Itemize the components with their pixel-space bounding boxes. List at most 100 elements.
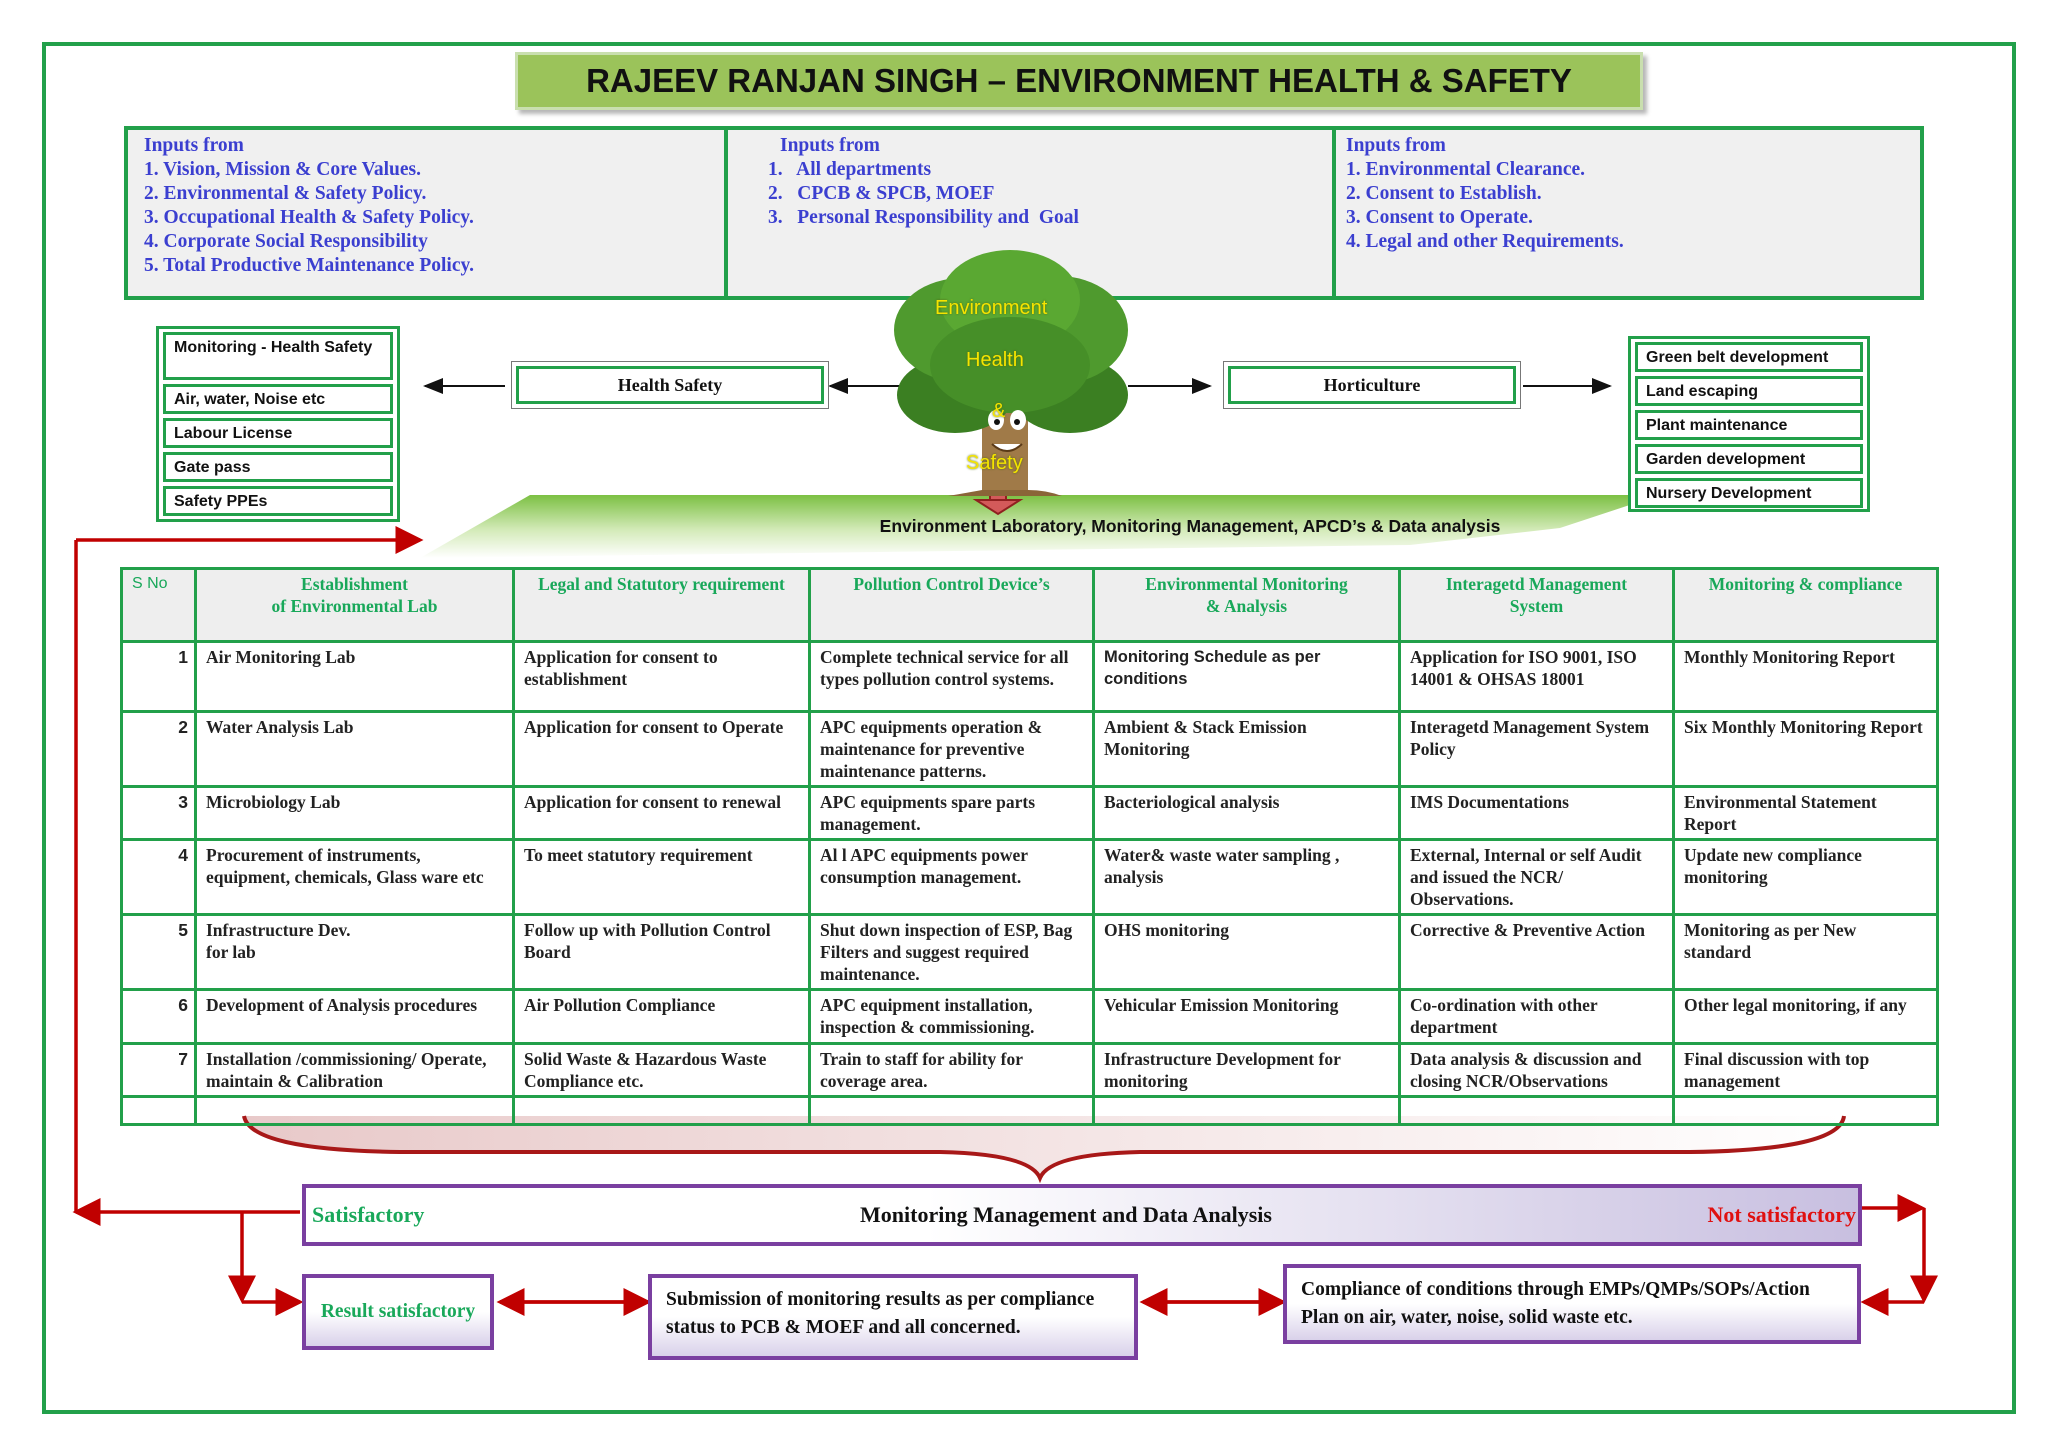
inputs-heading: Inputs from: [780, 135, 880, 156]
left-list-item: Gate pass: [163, 452, 393, 482]
inputs-item: 4. Legal and other Requirements.: [1346, 231, 1624, 252]
table-cell: Co-ordination with other department: [1398, 988, 1675, 1045]
curly-bracket: [242, 1115, 1846, 1184]
inputs-item: 1. Environmental Clearance.: [1346, 159, 1586, 180]
table-cell: Shut down inspection of ESP, Bag Filters…: [808, 913, 1095, 991]
table-cell: Air Pollution Compliance: [512, 988, 811, 1045]
table-cell: [194, 1095, 515, 1126]
table-cell: APC equipments spare parts management.: [808, 785, 1095, 841]
left-list-item: Air, water, Noise etc: [163, 384, 393, 414]
table-cell: Infrastructure Development for monitorin…: [1092, 1042, 1401, 1098]
table-cell: Train to staff for ability for coverage …: [808, 1042, 1095, 1098]
table-cell: Vehicular Emission Monitoring: [1092, 988, 1401, 1045]
table-cell: Infrastructure Dev. for lab: [194, 913, 515, 991]
health-safety-box: Health Safety: [511, 361, 829, 409]
result-satisfactory-box: Result satisfactory: [302, 1274, 494, 1350]
table-cell-sno: 7: [120, 1042, 197, 1098]
left-list-item: Safety PPEs: [163, 486, 393, 516]
feedback-loop: [72, 526, 1938, 1316]
table-cell: IMS Documentations: [1398, 785, 1675, 841]
table-cell: Ambient & Stack Emission Monitoring: [1092, 710, 1401, 788]
table-cell: Environmental Statement Report: [1672, 785, 1939, 841]
header-pollution-control: Pollution Control Device’s: [808, 567, 1095, 643]
table-cell: Bacteriological analysis: [1092, 785, 1401, 841]
not-satisfactory-label: Not satisfactory: [1707, 1202, 1856, 1227]
right-list-item: Land escaping: [1635, 376, 1863, 406]
table-cell-sno: 3: [120, 785, 197, 841]
table-cell: APC equipment installation, inspection &…: [808, 988, 1095, 1045]
table-cell: Corrective & Preventive Action: [1398, 913, 1675, 991]
header-legal: Legal and Statutory requirement: [512, 567, 811, 643]
table-cell: Water Analysis Lab: [194, 710, 515, 788]
compliance-box: Compliance of conditions through EMPs/QM…: [1283, 1264, 1861, 1344]
right-list-item: Green belt development: [1635, 342, 1863, 372]
horticulture-box: Horticulture: [1223, 361, 1521, 409]
table-row: [120, 1095, 1939, 1126]
tree-label-environment: Environment: [935, 297, 1048, 319]
inputs-item: 2. Consent to Establish.: [1346, 183, 1542, 204]
inputs-item: 4. Corporate Social Responsibility: [144, 231, 428, 252]
table-cell-sno: 1: [120, 640, 197, 713]
page-frame: [42, 42, 2016, 1414]
header-management-system: Interagetd Management System: [1398, 567, 1675, 643]
table-cell: Application for consent to renewal: [512, 785, 811, 841]
table-header-row: S No Establishment of Environmental Lab …: [120, 567, 1939, 643]
tree-illustration: [894, 250, 1128, 496]
table-cell: Installation /commissioning/ Operate, ma…: [194, 1042, 515, 1098]
table-cell: Monthly Monitoring Report: [1672, 640, 1939, 713]
table-cell-sno: [120, 1095, 197, 1126]
table-cell: Application for consent to establishment: [512, 640, 811, 713]
table-cell: Application for ISO 9001, ISO 14001 & OH…: [1398, 640, 1675, 713]
inputs-item: 2. CPCB & SPCB, MOEF: [768, 183, 995, 204]
inputs-box-policies: Inputs from 1. Vision, Mission & Core Va…: [124, 126, 728, 300]
table-cell: APC equipments operation & maintenance f…: [808, 710, 1095, 788]
table-cell: Air Monitoring Lab: [194, 640, 515, 713]
left-list-item: Monitoring - Health Safety: [163, 332, 393, 380]
inputs-heading: Inputs from: [1346, 135, 1446, 156]
tree-label-safety: Safety: [966, 452, 1023, 474]
inputs-item: 5. Total Productive Maintenance Policy.: [144, 255, 475, 276]
table-cell: Other legal monitoring, if any: [1672, 988, 1939, 1045]
table-cell: Final discussion with top management: [1672, 1042, 1939, 1098]
table-cell: Water& waste water sampling , analysis: [1092, 838, 1401, 916]
inputs-item: 1. Vision, Mission & Core Values.: [144, 159, 422, 180]
table-cell: Application for consent to Operate: [512, 710, 811, 788]
right-list-item: Garden development: [1635, 444, 1863, 474]
satisfactory-label: Satisfactory: [312, 1202, 425, 1227]
banner-shape: [420, 495, 1660, 558]
table-cell: Solid Waste & Hazardous Waste Compliance…: [512, 1042, 811, 1098]
inputs-item: 1. All departments: [768, 159, 932, 180]
header-monitoring-analysis: Environmental Monitoring & Analysis: [1092, 567, 1401, 643]
eh-s-matrix-table: S No Establishment of Environmental Lab …: [120, 567, 1939, 1126]
header-compliance: Monitoring & compliance: [1672, 567, 1939, 643]
left-list-item: Labour License: [163, 418, 393, 448]
right-list-item: Nursery Development: [1635, 478, 1863, 508]
table-cell: OHS monitoring: [1092, 913, 1401, 991]
table-cell: Microbiology Lab: [194, 785, 515, 841]
table-cell: Monitoring as per New standard: [1672, 913, 1939, 991]
tree-label-and: &: [992, 400, 1006, 422]
table-cell: Six Monthly Monitoring Report: [1672, 710, 1939, 788]
inputs-item: 3. Consent to Operate.: [1346, 207, 1533, 228]
table-cell: Interagetd Management System Policy: [1398, 710, 1675, 788]
inputs-heading: Inputs from: [144, 135, 244, 156]
table-cell: To meet statutory requirement: [512, 838, 811, 916]
table-cell: [1672, 1095, 1939, 1126]
page-title: RAJEEV RANJAN SINGH – ENVIRONMENT HEALTH…: [515, 52, 1643, 110]
table-cell: Monitoring Schedule as per conditions: [1092, 640, 1401, 713]
table-cell-sno: 2: [120, 710, 197, 788]
banner-label: Environment Laboratory, Monitoring Manag…: [879, 516, 1501, 536]
table-cell: Al l APC equipments power consumption ma…: [808, 838, 1095, 916]
inputs-box-clearances: Inputs from 1. Environmental Clearance. …: [1332, 126, 1924, 300]
inputs-item: 3. Occupational Health & Safety Policy.: [144, 207, 474, 228]
table-cell: Update new compliance monitoring: [1672, 838, 1939, 916]
inputs-item: 3. Personal Responsibility and Goal: [768, 207, 1079, 228]
